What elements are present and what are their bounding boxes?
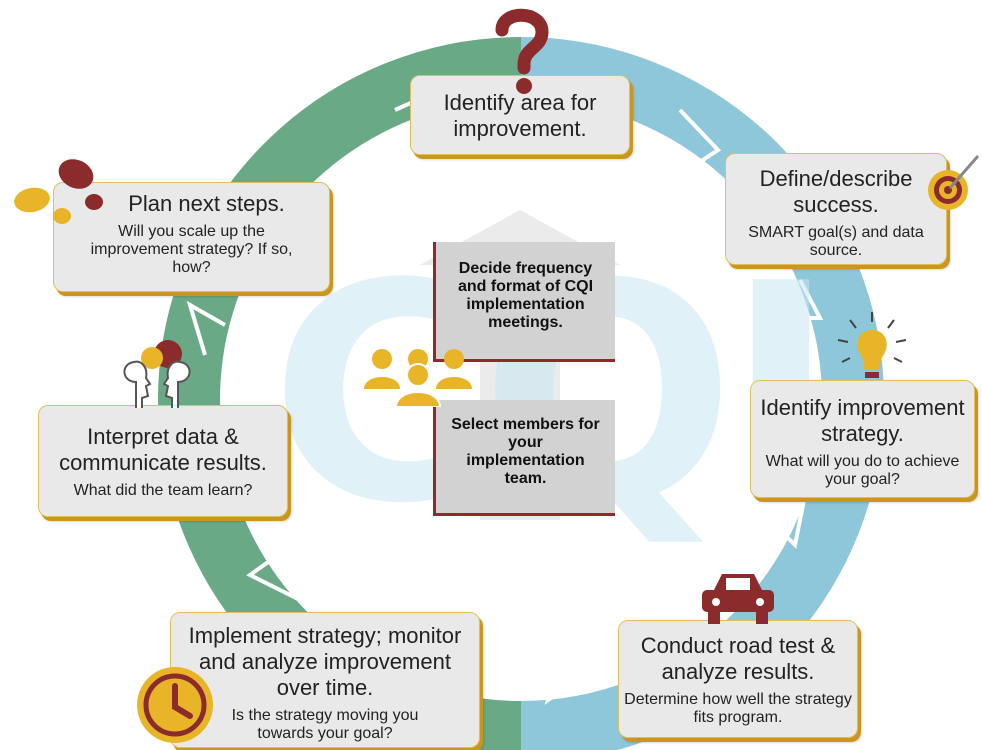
step-road-test: Conduct road test & analyze results. Det… bbox=[618, 620, 858, 738]
step-title: Plan next steps. bbox=[128, 191, 285, 216]
step-identify-area: Identify area for improvement. bbox=[410, 75, 630, 155]
step-title: Identify improvement strategy. bbox=[760, 395, 965, 446]
lightbulb-icon bbox=[837, 312, 907, 378]
step-title: Interpret data & communicate results. bbox=[59, 424, 267, 475]
step-subtitle: Determine how well the strategy fits pro… bbox=[624, 691, 852, 726]
center-up-arrow bbox=[420, 210, 620, 520]
center-card-meetings: Decide frequency and format of CQI imple… bbox=[433, 242, 615, 362]
step-subtitle: Is the strategy moving you towards your … bbox=[231, 707, 419, 742]
footprints-icon bbox=[14, 159, 103, 224]
people-talking-icon bbox=[123, 340, 191, 408]
question-mark-icon bbox=[495, 8, 549, 94]
center-members-text: Select members for your implementation t… bbox=[451, 416, 600, 487]
ring-arrow bbox=[186, 300, 226, 356]
step-identify-strategy: Identify improvement strategy. What will… bbox=[750, 380, 975, 498]
team-icon bbox=[364, 349, 472, 407]
step-title: Conduct road test & analyze results. bbox=[640, 633, 836, 684]
ring-arrow bbox=[544, 659, 597, 705]
target-icon bbox=[928, 155, 980, 210]
center-card-members: Select members for your implementation t… bbox=[433, 400, 615, 516]
step-subtitle: SMART goal(s) and data source. bbox=[748, 224, 924, 259]
ring-arrow bbox=[780, 279, 824, 320]
step-title: Implement strategy; monitor and analyze … bbox=[188, 623, 462, 700]
center-meetings-text: Decide frequency and format of CQI imple… bbox=[457, 260, 594, 331]
ring-arrow bbox=[768, 494, 807, 550]
step-define-success: Define/describe success. SMART goal(s) a… bbox=[725, 153, 947, 265]
ring-green-half bbox=[158, 37, 521, 750]
step-interpret-data: Interpret data & communicate results. Wh… bbox=[38, 405, 288, 517]
car-icon bbox=[702, 574, 774, 624]
ring-arrow bbox=[246, 548, 301, 602]
clock-icon bbox=[137, 667, 213, 743]
step-subtitle: What will you do to achieve your goal? bbox=[765, 453, 960, 488]
ring-arrow bbox=[678, 108, 722, 177]
step-subtitle: Will you scale up the improvement strate… bbox=[90, 223, 293, 276]
step-implement-strategy: Implement strategy; monitor and analyze … bbox=[170, 612, 480, 748]
step-title: Define/describe success. bbox=[759, 166, 913, 217]
step-subtitle: What did the team learn? bbox=[73, 482, 253, 499]
step-title: Identify area for improvement. bbox=[443, 90, 597, 141]
